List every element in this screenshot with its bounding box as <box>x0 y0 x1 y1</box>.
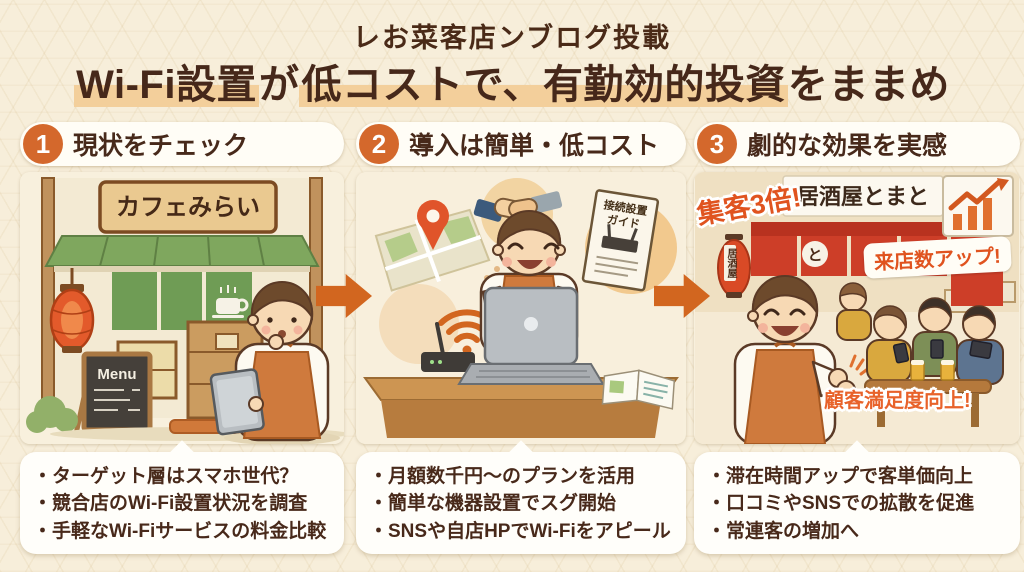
step-2-number-badge: 2 <box>359 124 399 164</box>
step-1-bullet-list: ・ターゲット層はスマホ世代？ ・競合店のWi-Fi設置状況を調査 ・手軽なWi-… <box>20 452 344 556</box>
step-2-heading: 導入は簡単・低コスト <box>409 132 660 160</box>
table <box>864 379 992 394</box>
step-1-header: 1 現状をチェック <box>20 122 344 166</box>
title-plain-1: が <box>258 63 300 107</box>
section-step-2: 2 導入は簡単・低コスト <box>356 0 686 572</box>
step-2-bullet-list: ・月額数千円～のプランを活用 ・簡単な機器設置でスグ開始 ・SNSや自店HPでW… <box>356 452 686 556</box>
cafe-exterior-drawing: カフェみらい <box>20 172 344 444</box>
step-1-number-badge: 1 <box>23 124 63 164</box>
step-3-bullet-list: ・滞在時間アップで客単価向上 ・口コミやSNSでの拡散を促進 ・常連客の増加へ <box>694 452 1020 556</box>
smartphone <box>930 339 944 359</box>
bullet-item: ・常連客の増加へ <box>707 520 860 542</box>
happy-owner-clapping <box>733 275 871 444</box>
bullet-item: ・簡単な機器設置でスグ開始 <box>369 493 617 515</box>
bullet-item: ・手軽なWi-Fiサービスの料金比較 <box>33 520 327 542</box>
bullet-item: ・月額数千円～のプランを活用 <box>369 466 636 487</box>
open-brochure <box>601 369 676 410</box>
router-illustration-icon <box>601 224 639 253</box>
growth-chart-icon <box>942 175 1014 237</box>
step-2-illustration-setup-desk: 接続設置 ガイド <box>356 172 686 444</box>
step-2-header: 2 導入は簡単・低コスト <box>356 122 686 166</box>
section-step-3: 3 劇的な効果を実感 居酒屋とまと と <box>694 0 1020 572</box>
wifi-router <box>421 322 475 372</box>
crest-character: と <box>807 247 822 264</box>
step-3-illustration-izakaya: 居酒屋とまと と <box>694 172 1020 444</box>
step-1-notes-box: ・ターゲット層はスマホ世代？ ・競合店のWi-Fi設置状況を調査 ・手軽なWi-… <box>20 440 344 556</box>
step-1-illustration-cafe-exterior: カフェみらい <box>20 172 344 444</box>
laptop <box>457 286 605 385</box>
awning <box>44 235 320 267</box>
handshake-icon <box>473 191 563 222</box>
lantern-vertical-text: 居酒屋 <box>724 245 736 281</box>
background-customer <box>836 282 872 341</box>
step-3-number-badge: 3 <box>697 124 737 164</box>
page-title: Wi-Fi設置が低コストで、有勤効的投資をままめ <box>0 52 1024 110</box>
customers-at-table <box>864 297 1004 427</box>
step-3-header: 3 劇的な効果を実感 <box>694 122 1020 166</box>
desk-front <box>381 400 661 438</box>
menu-chalkboard: Menu <box>73 351 153 435</box>
bullet-item: ・競合店のWi-Fi設置状況を調査 <box>33 493 308 515</box>
step-1-heading: 現状をチェック <box>73 132 249 160</box>
cafe-sign-text: カフェみらい <box>116 194 260 221</box>
smartphone <box>892 342 910 364</box>
section-step-1: 1 現状をチェック カフェみらい <box>20 0 344 572</box>
title-highlight-1: Wi-Fi設置 <box>74 63 259 107</box>
step-3-notes-box: ・滞在時間アップで客単価向上 ・口コミやSNSでの拡散を促進 ・常連客の増加へ <box>694 440 1020 556</box>
step-3-heading: 劇的な効果を実感 <box>747 132 948 160</box>
step-2-notes-box: ・月額数千円～のプランを活用 ・簡単な機器設置でスグ開始 ・SNSや自店HPでW… <box>356 440 686 556</box>
bullet-item: ・ターゲット層はスマホ世代？ <box>33 466 299 487</box>
bullet-item: ・口コミやSNSでの拡散を促進 <box>707 493 975 515</box>
beer-mug-icon <box>910 360 955 381</box>
location-pin-icon <box>417 200 449 250</box>
cafe-signboard <box>98 180 278 234</box>
cafe-owner-thinking <box>209 281 340 444</box>
bullet-item: ・SNSや自店HPでWi-Fiをアピール <box>369 520 671 542</box>
title-plain-2: をままめ <box>787 63 950 107</box>
title-highlight-2: 低コストで、有勤効的投資 <box>299 63 788 107</box>
badge-satisfaction-up: 顧客満足度向上! <box>824 390 971 412</box>
noren-crest <box>802 241 828 267</box>
menu-board-title: Menu <box>97 366 136 383</box>
tablet <box>969 339 993 360</box>
setup-guide-booklet: 接続設置 ガイド <box>581 189 660 292</box>
shop-sign-text: 居酒屋とまと <box>797 184 929 209</box>
coffee-cup-icon <box>212 285 249 318</box>
noren-curtain <box>112 272 252 330</box>
page-subtitle: レお菜客店ンブログ投載 <box>352 23 672 53</box>
bullet-item: ・滞在時間アップで客単価向上 <box>707 466 974 487</box>
tablet <box>209 368 265 436</box>
setup-desk-drawing: 接続設置 ガイド <box>359 172 683 444</box>
red-lantern-icon <box>49 268 95 353</box>
map-icon <box>374 208 491 292</box>
